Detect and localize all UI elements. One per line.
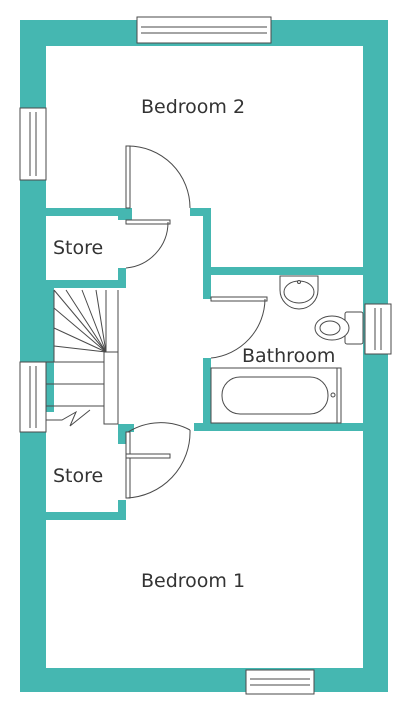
window-icon: [19, 107, 47, 181]
sink-icon: [279, 275, 319, 310]
wall-store-lower-right-bottom: [118, 500, 126, 520]
room-label-bathroom: Bathroom: [242, 345, 335, 367]
toilet-icon: [314, 311, 364, 345]
window-icon: [245, 669, 315, 695]
door-swing-icon: [125, 453, 171, 459]
door-swing-icon: [125, 219, 171, 269]
door-swing-icon: [125, 422, 191, 499]
wall-bathroom-top: [203, 267, 363, 275]
wall-store-upper-top-stub: [118, 208, 132, 220]
walls: [20, 20, 388, 692]
window-icon: [364, 303, 392, 355]
wall-corridor-stub-top: [190, 208, 206, 216]
wall-store-upper-bottom: [46, 280, 122, 288]
wall-bathroom-bottom: [194, 423, 363, 431]
wall-store-lower-right: [118, 424, 126, 444]
wall-corridor-right-upper: [203, 208, 211, 280]
wall-store-upper-right: [118, 268, 126, 288]
wall-store-upper-top: [46, 208, 122, 216]
door-swing-icon: [210, 296, 268, 359]
room-label-bedroom-1: Bedroom 1: [141, 570, 245, 592]
wall-bathroom-left-bottom: [203, 358, 211, 430]
wall-bathroom-left-top: [203, 267, 211, 299]
window-icon: [19, 361, 47, 433]
window-icon: [136, 16, 272, 44]
wall-stair-top: [46, 282, 54, 412]
wall-store-lower-bottom: [46, 512, 126, 520]
staircase-icon: [46, 289, 119, 427]
room-label-store-upper: Store: [53, 237, 103, 259]
room-label-store-lower: Store: [53, 465, 103, 487]
door-swing-icon: [125, 145, 191, 209]
bathtub-icon: [210, 367, 342, 424]
room-label-bedroom-2: Bedroom 2: [141, 96, 245, 118]
